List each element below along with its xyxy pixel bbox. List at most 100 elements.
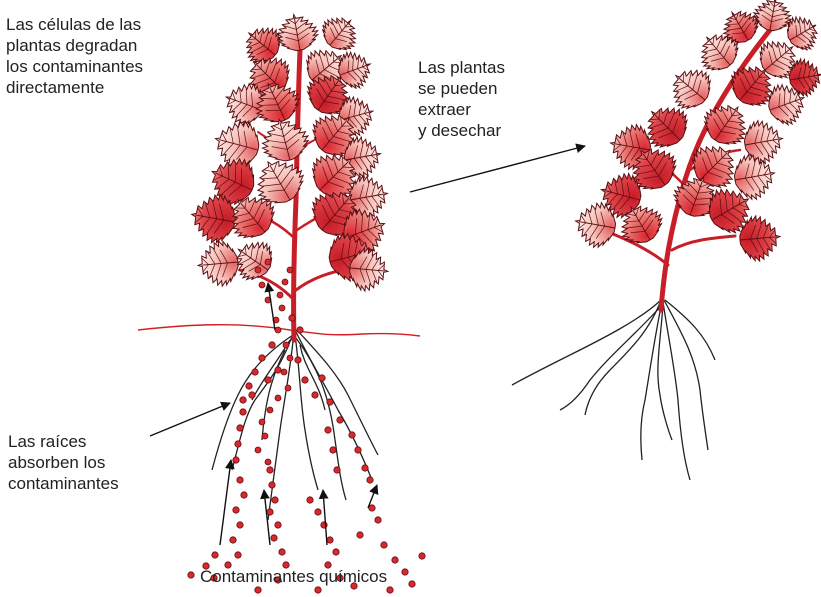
root-strand [663, 302, 690, 480]
contaminant-particle [267, 467, 273, 473]
contaminant-particle [387, 587, 393, 593]
contaminant-particle [259, 355, 265, 361]
leaf [273, 11, 320, 54]
contaminant-particle [355, 447, 361, 453]
contaminant-particle [319, 375, 325, 381]
contaminant-particle [249, 392, 255, 398]
contaminant-particle [267, 407, 273, 413]
label-roots-line-2: absorben los [8, 452, 119, 473]
contaminant-particle [297, 327, 303, 333]
contaminant-particle [330, 447, 336, 453]
contaminant-particle [289, 315, 295, 321]
label-cells-degrade: Las células de las plantas degradan los … [6, 14, 143, 98]
contaminant-particle [252, 369, 258, 375]
contaminant-particle [367, 477, 373, 483]
contaminant-particle [237, 425, 243, 431]
label-extract-line-4: y desechar [418, 120, 505, 141]
contaminant-particle [265, 377, 271, 383]
contaminant-particle [259, 282, 265, 288]
contaminant-particle [334, 467, 340, 473]
label-chemical-contaminants: Contaminantes químicos [200, 566, 387, 587]
contaminant-particle [271, 535, 277, 541]
contaminant-particle [269, 342, 275, 348]
contaminant-particle [237, 522, 243, 528]
label-extract-line-1: Las plantas [418, 57, 505, 78]
extract-pointer-arrow [410, 146, 585, 192]
contaminant-particle [275, 327, 281, 333]
contaminant-particle [240, 409, 246, 415]
contaminant-particle [272, 497, 278, 503]
contaminant-particle [315, 587, 321, 593]
contaminant-particle [188, 572, 194, 578]
contaminant-particle [349, 432, 355, 438]
label-roots-absorb: Las raíces absorben los contaminantes [8, 431, 119, 494]
contaminant-particle [279, 305, 285, 311]
contaminant-particle [337, 417, 343, 423]
root-strand [297, 330, 378, 455]
contaminant-particle [327, 537, 333, 543]
contaminant-particle [275, 522, 281, 528]
contaminant-particle [279, 549, 285, 555]
contaminant-particle [212, 552, 218, 558]
contaminant-particle [235, 441, 241, 447]
contaminant-particle [362, 465, 368, 471]
contaminant-particle [281, 369, 287, 375]
contaminant-particle [275, 395, 281, 401]
contaminant-particle [235, 552, 241, 558]
left-plant-leaves [187, 8, 392, 293]
contaminant-particle [392, 557, 398, 563]
contaminant-particle [237, 477, 243, 483]
label-extract-line-2: se pueden [418, 78, 505, 99]
label-cells-line-1: Las células de las [6, 14, 143, 35]
contaminant-particle [269, 482, 275, 488]
root-strand [512, 300, 661, 385]
leaf [256, 113, 312, 166]
contaminant-particle [327, 399, 333, 405]
contaminant-particle [262, 433, 268, 439]
contaminant-particle [265, 259, 271, 265]
contaminant-particle [275, 367, 281, 373]
contaminant-particle [282, 279, 288, 285]
contaminant-particle [233, 457, 239, 463]
contaminant-particle [255, 267, 261, 273]
contaminant-particle [267, 509, 273, 515]
leaf [196, 239, 240, 288]
label-extract-line-3: extraer [418, 99, 505, 120]
contaminant-particle [255, 447, 261, 453]
contaminant-particle [246, 383, 252, 389]
contaminant-particle [357, 532, 363, 538]
contaminant-particle [325, 427, 331, 433]
leaf [751, 0, 794, 33]
label-plants-extract: Las plantas se pueden extraer y desechar [418, 57, 505, 141]
contaminant-particle [375, 517, 381, 523]
root-strand [262, 350, 285, 440]
contaminant-particle [409, 581, 415, 587]
contaminant-particle [381, 542, 387, 548]
root-strand [658, 305, 672, 440]
contaminant-particle [287, 267, 293, 273]
label-cells-line-4: directamente [6, 77, 143, 98]
contaminant-particle [307, 497, 313, 503]
contaminant-particle [315, 509, 321, 515]
label-roots-line-3: contaminantes [8, 473, 119, 494]
contaminant-particle [312, 392, 318, 398]
contaminant-particle [259, 419, 265, 425]
contaminant-particle [240, 397, 246, 403]
right-plant-leaves [572, 0, 821, 263]
contaminant-particle [295, 357, 301, 363]
contaminant-particle [369, 505, 375, 511]
contaminant-particle [230, 537, 236, 543]
contaminant-particle [419, 553, 425, 559]
root-strand [560, 305, 662, 410]
contaminant-particle [255, 587, 261, 593]
contaminant-particle [333, 549, 339, 555]
contaminant-particle [233, 507, 239, 513]
label-cells-line-3: los contaminantes [6, 56, 143, 77]
contaminant-particle [287, 355, 293, 361]
contaminant-particle [285, 385, 291, 391]
contaminant-particle [283, 342, 289, 348]
contaminant-particle [402, 569, 408, 575]
leaf [315, 8, 365, 57]
root-strand [585, 300, 661, 415]
contaminant-particle [241, 492, 247, 498]
